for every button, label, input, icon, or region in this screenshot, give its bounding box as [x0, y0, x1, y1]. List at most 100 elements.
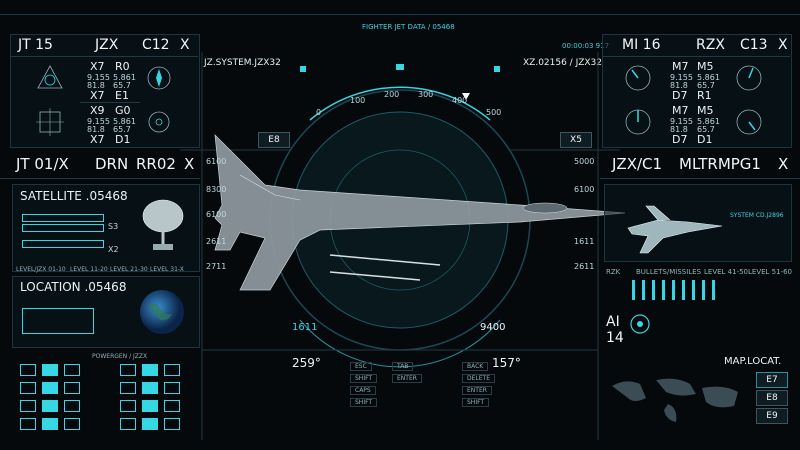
heading-left: 259° [292, 356, 321, 370]
rt-label-2: RZX [696, 37, 725, 53]
system-code: SYSTEM CD.J2896 [730, 212, 784, 219]
power-cell [20, 418, 36, 430]
left-top-panel [10, 34, 200, 148]
keyboard-key[interactable]: ENTER [462, 386, 492, 395]
power-cell [64, 400, 80, 412]
location-title: LOCATION .05468 [20, 280, 127, 294]
loc-box [22, 308, 94, 334]
rt-row2-v: R1 [697, 89, 712, 102]
power-cell [120, 382, 136, 394]
power-cell [120, 418, 136, 430]
missile-icon [672, 280, 675, 300]
sat-level-2: LEVEL 11-20 [70, 266, 108, 273]
tag-e8: E8 [258, 132, 290, 148]
heading-scale-label: 200 [384, 90, 400, 99]
sat-x2: X2 [108, 245, 119, 254]
lm-label-4: X [184, 155, 195, 173]
sys-right: XZ.02156 / JZX32 [523, 58, 603, 68]
lt-n8: 65.7 [113, 125, 131, 134]
rt-n5: 9.155 [670, 117, 693, 126]
power-cell [64, 382, 80, 394]
lt-n7: 81.8 [87, 125, 105, 134]
map-label: MAP.LOCAT. [724, 356, 782, 367]
lt-row2-k: X7 [90, 89, 105, 102]
altitude-right-value: 6100 [574, 185, 595, 194]
rm-label-2: MLTRMPG1 [679, 155, 761, 173]
rt-row4-k: D7 [672, 133, 688, 146]
level-51-60: LEVEL 51-60 [748, 268, 792, 276]
altitude-left-value: 2711 [206, 262, 227, 271]
keyboard-key[interactable]: ESC [350, 362, 372, 371]
power-cell [164, 400, 180, 412]
sat-s3: S3 [108, 222, 119, 231]
heading-scale-label: 100 [350, 96, 366, 105]
heading-scale-label: 500 [486, 108, 502, 117]
missile-icon [712, 280, 715, 300]
power-cell [20, 400, 36, 412]
lt-n4: 65.7 [113, 81, 131, 90]
tag-e9: E9 [756, 408, 788, 424]
world-map-icon [612, 378, 738, 422]
keyboard-key[interactable]: SHIFT [350, 374, 378, 383]
power-cell [164, 418, 180, 430]
heading-scale-label: 400 [452, 96, 468, 105]
missile-icon [692, 280, 695, 300]
power-cell [142, 382, 158, 394]
missile-icon [632, 280, 635, 300]
ai-number: 14 [606, 330, 624, 346]
missile-icon [682, 280, 685, 300]
power-cell [142, 418, 158, 430]
altitude-left-value: 6100 [206, 157, 227, 166]
radar-icon [37, 65, 63, 89]
power-cell [42, 364, 58, 376]
altitude-left-value: 6100 [206, 210, 227, 219]
power-cell [64, 364, 80, 376]
sys-left: JZ.SYSTEM.JZX32 [204, 58, 281, 68]
rt-n6: 5.861 [697, 117, 720, 126]
gauge-icon-2 [625, 109, 651, 135]
keyboard-key[interactable]: SHIFT [350, 398, 378, 407]
power-cell [142, 400, 158, 412]
gauge-icon-3 [736, 65, 762, 91]
satellite-title: SATELLITE .05468 [20, 189, 128, 203]
keyboard-key[interactable]: CAPS [350, 386, 376, 395]
keyboard-key[interactable]: ENTER [392, 374, 422, 383]
keyboard-key[interactable]: BACK [462, 362, 489, 371]
missile-icon [662, 280, 665, 300]
power-cell [42, 400, 58, 412]
keyboard-key[interactable]: DELETE [462, 374, 496, 383]
level-41-50: LEVEL 41-50 [704, 268, 748, 276]
target-lock-icon [630, 314, 650, 334]
sat-bar-1 [22, 214, 104, 222]
missile-icon [642, 280, 645, 300]
missile-icon [702, 280, 705, 300]
lm-label-3: RR02 [136, 155, 176, 173]
rt-row2-k: D7 [672, 89, 688, 102]
jet-preview-icon [627, 205, 723, 254]
power-cell [164, 364, 180, 376]
lt-row4-k: X7 [90, 133, 105, 146]
keyboard-key[interactable]: SHIFT [462, 398, 490, 407]
power-cell [120, 400, 136, 412]
rt-label-1: MI 16 [622, 37, 661, 53]
gauge-icon-1 [625, 65, 651, 91]
target-icon [36, 108, 64, 136]
rm-label-3: X [778, 155, 789, 173]
right-top-panel [602, 34, 792, 148]
lt-row1-k: X7 [90, 60, 105, 73]
lt-row4-v: D1 [115, 133, 131, 146]
altitude-right-value: 1611 [574, 237, 595, 246]
header-title: FIGHTER JET DATA / 05468 [362, 23, 455, 31]
sat-bar-3 [22, 240, 104, 248]
rt-n2: 5.861 [697, 73, 720, 82]
rt-row1-v: M5 [697, 60, 714, 73]
missile-icon [652, 280, 655, 300]
keyboard-key[interactable]: TAB [392, 362, 414, 371]
sat-level-3: LEVEL 21-30 [110, 266, 148, 273]
lt-n1: 9.155 [87, 73, 110, 82]
ai-label: AI [606, 314, 620, 330]
altitude-left-value: 8300 [206, 185, 227, 194]
lt-label-3: C12 [142, 37, 170, 53]
bottom-left-value: 1611 [292, 322, 318, 333]
power-cell [20, 364, 36, 376]
